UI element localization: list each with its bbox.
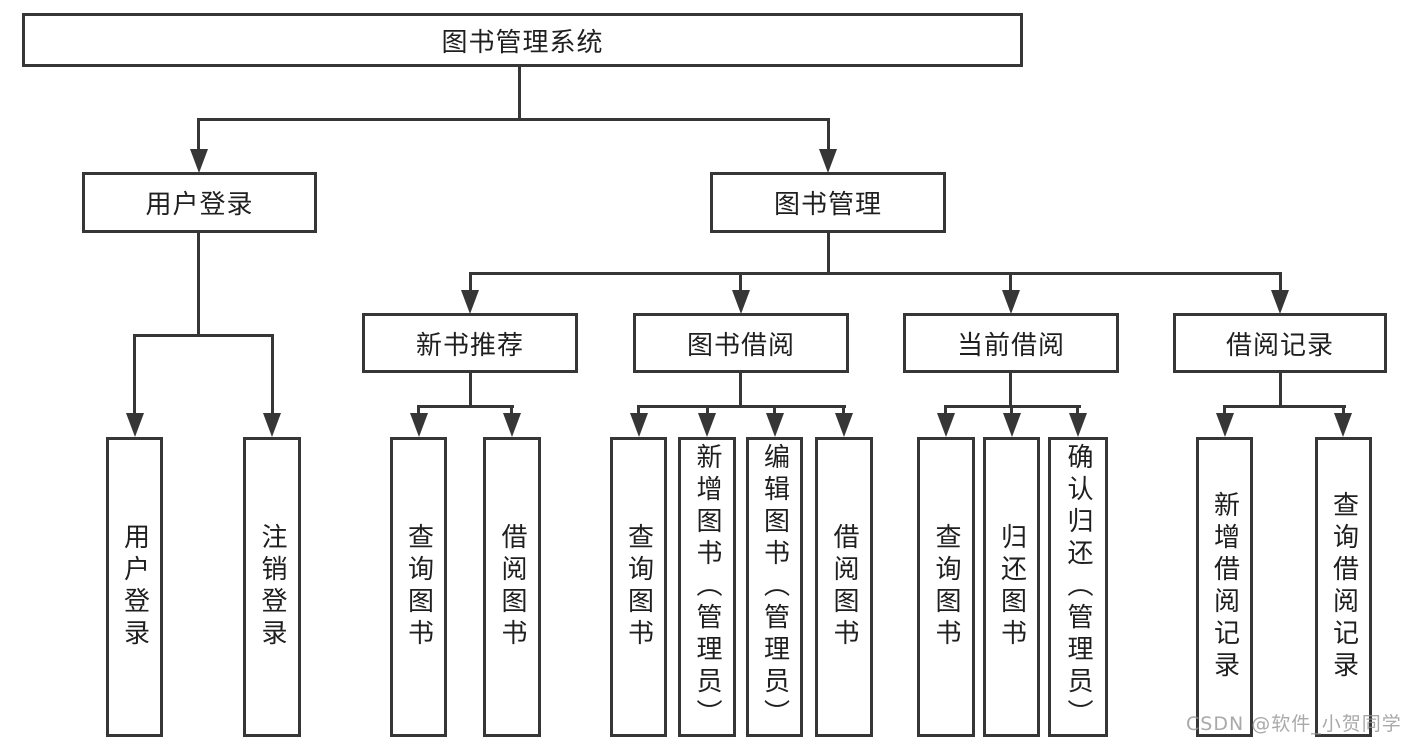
csdn-watermark: CSDN @软件_小贺同学 — [1186, 713, 1402, 735]
arrow-down-icon — [503, 413, 521, 437]
arrow-down-icon — [1003, 413, 1021, 437]
connector-line — [1009, 272, 1012, 292]
leaf-query-books-current: 查询图书 — [917, 437, 975, 737]
node-book-management: 图书管理 — [710, 172, 946, 233]
connector-line — [637, 405, 640, 415]
leaf-confirm-return-admin: 确认归还（管理员） — [1048, 437, 1108, 737]
arrow-down-icon — [1271, 290, 1289, 314]
connector-line — [133, 334, 136, 414]
arrow-down-icon — [698, 413, 716, 437]
connector-line — [469, 272, 472, 292]
connector-line — [1009, 373, 1012, 408]
arrow-down-icon — [1334, 413, 1352, 437]
leaf-borrow-books: 借阅图书 — [815, 437, 873, 737]
connector-line — [417, 405, 514, 408]
node-borrowing-records: 借阅记录 — [1173, 313, 1387, 373]
arrow-down-icon — [630, 413, 648, 437]
connector-line — [827, 118, 830, 151]
arrow-down-icon — [835, 413, 853, 437]
connector-line — [133, 334, 274, 337]
node-library-system: 图书管理系统 — [22, 13, 1023, 67]
connector-line — [1279, 272, 1282, 292]
arrow-down-icon — [263, 413, 281, 437]
arrow-down-icon — [819, 149, 837, 173]
connector-line — [1223, 405, 1226, 415]
leaf-add-books-admin: 新增图书（管理员） — [678, 437, 736, 737]
node-new-book-recommendation: 新书推荐 — [362, 313, 578, 373]
connector-line — [739, 373, 742, 408]
connector-line — [1223, 405, 1346, 408]
arrow-down-icon — [766, 413, 784, 437]
leaf-borrow-books-recommend: 借阅图书 — [483, 437, 541, 737]
connector-line — [842, 405, 845, 415]
arrow-down-icon — [937, 413, 955, 437]
connector-line — [197, 118, 830, 121]
connector-line — [510, 405, 513, 415]
connector-line — [773, 405, 776, 415]
connector-line — [518, 67, 521, 120]
arrow-down-icon — [461, 290, 479, 314]
connector-line — [1279, 373, 1282, 408]
connector-line — [827, 232, 830, 275]
connector-line — [469, 373, 472, 408]
leaf-query-books-borrow: 查询图书 — [610, 437, 667, 737]
arrow-down-icon — [410, 413, 428, 437]
node-current-borrowing: 当前借阅 — [903, 313, 1119, 373]
arrow-down-icon — [1069, 413, 1087, 437]
connector-line — [417, 405, 420, 415]
connector-line — [1076, 405, 1079, 415]
leaf-user-login: 用户登录 — [106, 437, 163, 737]
connector-line — [197, 233, 200, 336]
connector-line — [944, 405, 947, 415]
node-book-borrowing: 图书借阅 — [633, 313, 849, 373]
leaf-add-borrow-record: 新增借阅记录 — [1196, 437, 1253, 737]
connector-line — [739, 272, 742, 292]
connector-line — [271, 334, 274, 414]
arrow-down-icon — [190, 149, 208, 173]
connector-line — [1342, 405, 1345, 415]
connector-line — [1010, 405, 1013, 415]
connector-line — [197, 118, 200, 151]
node-user-login: 用户登录 — [82, 172, 317, 233]
connector-line — [637, 405, 846, 408]
leaf-edit-books-admin: 编辑图书（管理员） — [746, 437, 803, 737]
leaf-logout: 注销登录 — [243, 437, 301, 737]
connector-line — [706, 405, 709, 415]
arrow-down-icon — [1216, 413, 1234, 437]
arrow-down-icon — [732, 290, 750, 314]
arrow-down-icon — [1002, 290, 1020, 314]
leaf-query-books-recommend: 查询图书 — [390, 437, 447, 737]
arrow-down-icon — [126, 413, 144, 437]
leaf-query-borrow-record: 查询借阅记录 — [1315, 437, 1372, 737]
leaf-return-books: 归还图书 — [983, 437, 1040, 737]
connector-line — [469, 272, 1282, 275]
